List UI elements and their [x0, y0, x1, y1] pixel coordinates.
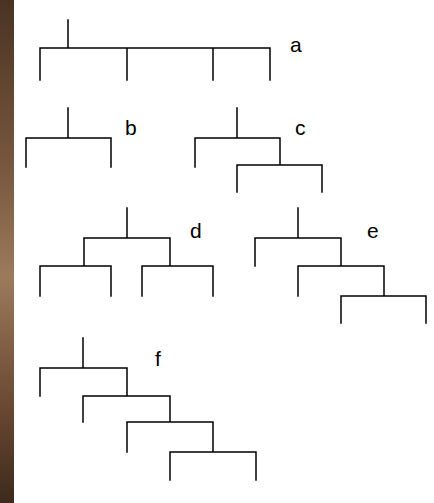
tree-letter: b [125, 117, 137, 138]
tree-a [40, 20, 270, 80]
tree-f [40, 338, 256, 480]
tree-letter: c [295, 117, 306, 138]
tree-c [195, 108, 322, 192]
tree-letter: a [290, 34, 302, 55]
tree-b [26, 108, 111, 167]
tree-d [40, 208, 213, 296]
tree-letter: f [155, 348, 161, 369]
tree-letter: e [367, 220, 379, 241]
tree-letter: d [190, 220, 202, 241]
tree-e [255, 208, 426, 323]
white-panel [14, 0, 434, 503]
